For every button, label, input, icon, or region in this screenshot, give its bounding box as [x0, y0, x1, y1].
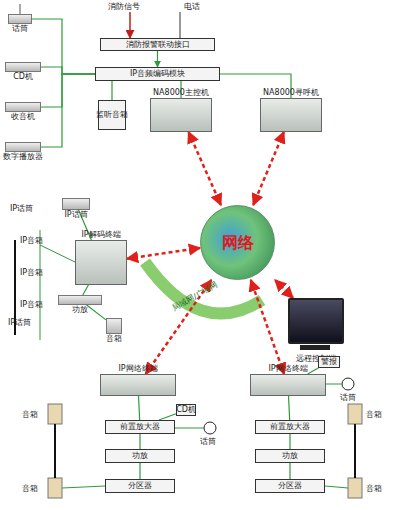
node-label: IP解码终端 — [81, 230, 120, 240]
device-icon: 话筒 — [8, 14, 32, 24]
node-label: 分区器 — [278, 481, 302, 491]
device-icon: CD机 — [5, 62, 41, 72]
free-label: IP音箱 — [20, 236, 43, 246]
free-label: IP话筒 — [8, 318, 31, 328]
node-label: 功放 — [72, 305, 88, 315]
computer-box: 远程控制端 — [288, 298, 344, 344]
speaker-symbol — [48, 478, 62, 498]
speaker-line — [354, 424, 356, 478]
network-link — [253, 132, 284, 205]
free-label: IP音箱 — [20, 268, 43, 278]
device-icon: 功放 — [58, 295, 102, 305]
phone-wire — [180, 12, 181, 38]
mic-symbol — [204, 422, 216, 434]
network-link — [251, 280, 284, 374]
device-icon: 收音机 — [5, 102, 41, 112]
node-label: 前置放大器 — [270, 422, 310, 432]
node-label: IP话筒 — [64, 210, 87, 220]
network-cloud: 网络 — [200, 205, 275, 280]
fire-signal-wire — [129, 12, 131, 38]
device-icon: IP话筒 — [62, 198, 90, 210]
node-label: CD机 — [176, 405, 196, 415]
node-label: 网络 — [222, 238, 254, 248]
node-label: 话筒 — [12, 24, 28, 34]
device-box: IP网络终端 — [100, 374, 176, 396]
free-label: 音箱 — [22, 484, 38, 494]
signal-wire — [41, 67, 95, 74]
signal-wire — [111, 81, 112, 100]
device-icon: 音箱 — [106, 318, 122, 334]
speaker-symbol — [348, 478, 362, 498]
network-link — [189, 132, 221, 205]
signal-wire — [139, 463, 140, 479]
node-label: 分区器 — [128, 481, 152, 491]
free-label: 音箱 — [366, 410, 382, 420]
device-box: IP网络终端 — [250, 374, 326, 396]
node-label: 警报 — [321, 357, 337, 367]
node-label: 消防报警联动接口 — [126, 40, 190, 50]
free-label: IP话筒 — [10, 204, 33, 214]
free-label: 音箱 — [366, 484, 382, 494]
free-label: 话筒 — [340, 393, 356, 403]
free-label: IP音箱 — [20, 300, 43, 310]
signal-wire — [139, 396, 140, 420]
device-box: IP解码终端 — [75, 240, 127, 285]
process-box: IP音频编码模块 — [95, 67, 220, 81]
pc-stand — [300, 345, 330, 350]
node-label: IP音频编码模块 — [130, 69, 185, 79]
node-label: 音箱 — [106, 334, 122, 344]
device-icon: 数字播放器 — [5, 142, 41, 152]
node-label: 收音机 — [11, 112, 35, 122]
speaker-symbol — [48, 404, 62, 424]
signal-wire — [289, 434, 290, 449]
node-label: NA8000主控机 — [153, 88, 209, 98]
signal-wire — [83, 285, 89, 295]
free-label: 话筒 — [200, 437, 216, 447]
signal-wire — [139, 434, 140, 449]
node-label: CD机 — [13, 72, 33, 82]
free-label: 音箱 — [22, 410, 38, 420]
signal-wire — [157, 51, 158, 67]
device-box: NA8000寻呼机 — [260, 98, 322, 132]
free-label: 消防信号 — [108, 2, 140, 12]
speaker-wire — [325, 486, 348, 488]
process-box: 监听音箱 — [98, 100, 126, 130]
node-label: IP网络终端 — [268, 364, 307, 374]
process-box: 功放 — [255, 449, 325, 463]
process-box: 前置放大器 — [105, 420, 175, 434]
mic-wire — [325, 384, 342, 385]
process-box: 功放 — [105, 449, 175, 463]
process-box: 消防报警联动接口 — [100, 38, 215, 51]
signal-wire — [41, 74, 95, 107]
device-box: NA8000主控机 — [150, 98, 212, 132]
signal-wire — [289, 396, 290, 420]
free-label: 电话 — [184, 2, 200, 12]
mic-wire — [175, 428, 204, 429]
node-label: 前置放大器 — [120, 422, 160, 432]
process-box: 前置放大器 — [255, 420, 325, 434]
network-link — [127, 248, 200, 259]
mic-symbol — [342, 378, 354, 390]
node-label: IP网络终端 — [118, 364, 157, 374]
speaker-symbol — [348, 404, 362, 424]
process-box: 警报 — [318, 356, 340, 368]
speaker-wire — [62, 486, 105, 488]
node-label: NA8000寻呼机 — [263, 88, 319, 98]
process-box: 分区器 — [255, 479, 325, 493]
process-box: 分区器 — [105, 479, 175, 493]
node-label: 功放 — [132, 451, 148, 461]
node-label: 数字播放器 — [3, 152, 43, 162]
bus-wire — [40, 230, 41, 340]
signal-wire — [32, 19, 95, 74]
speaker-line — [54, 424, 56, 478]
signal-wire — [289, 463, 290, 479]
network-link — [275, 280, 293, 298]
signal-wire — [41, 74, 95, 147]
node-label: 功放 — [282, 451, 298, 461]
node-label: 监听音箱 — [96, 110, 128, 120]
bus-wire — [40, 245, 75, 262]
signal-wire — [87, 305, 106, 320]
process-box: CD机 — [176, 404, 196, 416]
